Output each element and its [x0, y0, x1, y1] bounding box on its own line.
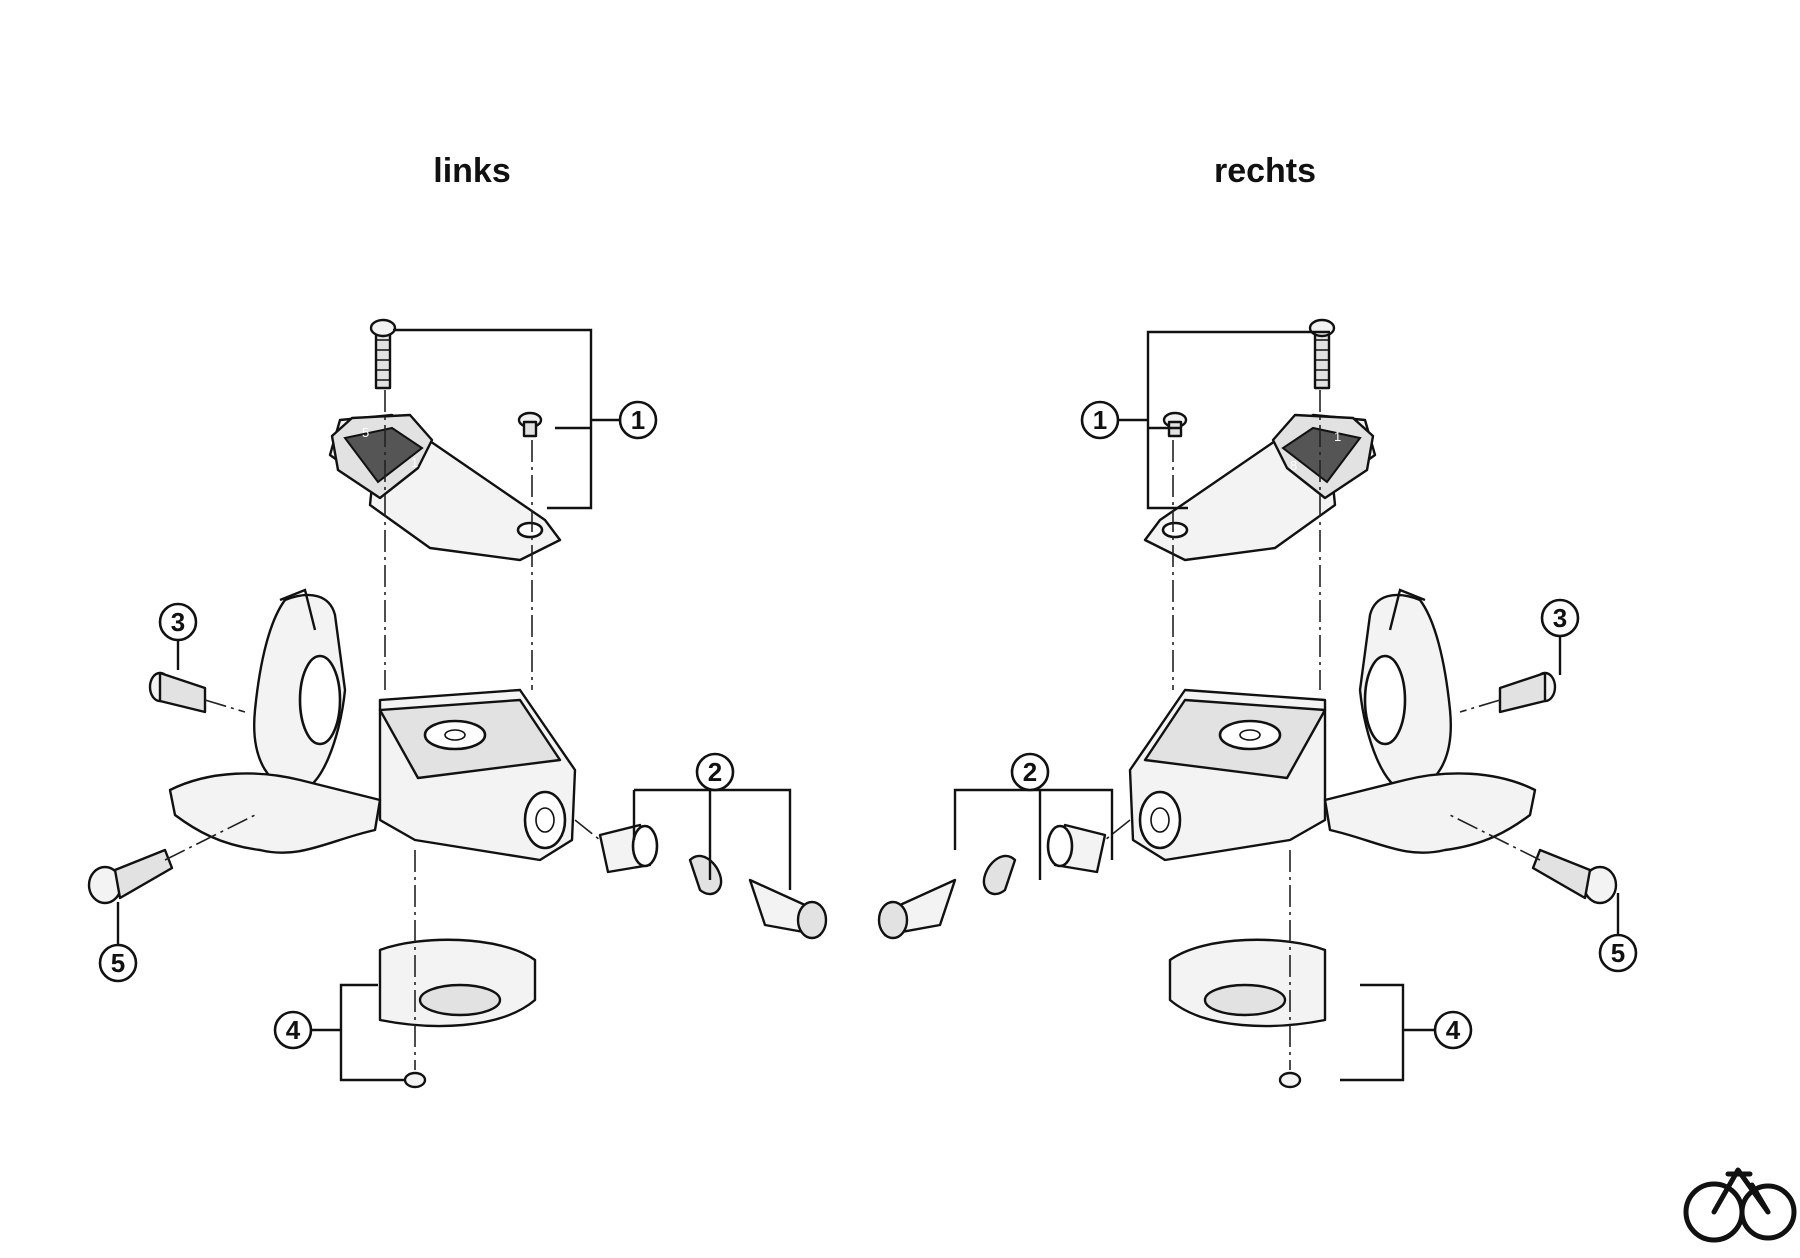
callout-1-label: 1	[1093, 405, 1107, 435]
callout-4-circle	[1433, 1010, 1473, 1050]
right-window-digits: 1 8	[1290, 429, 1341, 473]
callout-3-circle	[1540, 598, 1580, 638]
callout-3-circle	[158, 602, 198, 642]
callout-4-circle	[273, 1010, 313, 1050]
title-right: rechts	[1214, 152, 1316, 190]
callout-5-circle	[98, 943, 138, 983]
window-digit-5: 5	[362, 425, 369, 440]
callout-3-label: 3	[171, 607, 185, 637]
callout-2-circle	[695, 752, 735, 792]
callout-1-label: 1	[631, 405, 645, 435]
window-digit-1: 1	[1334, 429, 1341, 444]
callout-3-label: 3	[1553, 603, 1567, 633]
callout-4-label: 4	[286, 1015, 301, 1045]
callouts-right: 1 2 3 4 5	[953, 330, 1638, 1082]
left-shifter-assembly: 5 1	[87, 318, 828, 1089]
callout-2-circle	[1010, 752, 1050, 792]
callout-1-circle	[618, 400, 658, 440]
callout-5-label: 5	[1611, 938, 1625, 968]
title-left: links	[433, 152, 510, 190]
callout-2-label: 2	[708, 757, 722, 787]
window-digit-1: 1	[411, 455, 418, 470]
window-digit-8: 8	[1290, 458, 1297, 473]
callout-4-label: 4	[1446, 1015, 1461, 1045]
callout-5-label: 5	[111, 948, 125, 978]
callout-5-circle	[1598, 933, 1638, 973]
bicycle-logo-icon	[1683, 1167, 1797, 1243]
callout-2-label: 2	[1023, 757, 1037, 787]
callouts-left: 1 2 3 4 5	[98, 328, 792, 1082]
callout-1-circle	[1080, 400, 1120, 440]
right-shifter-assembly	[877, 318, 1618, 1089]
